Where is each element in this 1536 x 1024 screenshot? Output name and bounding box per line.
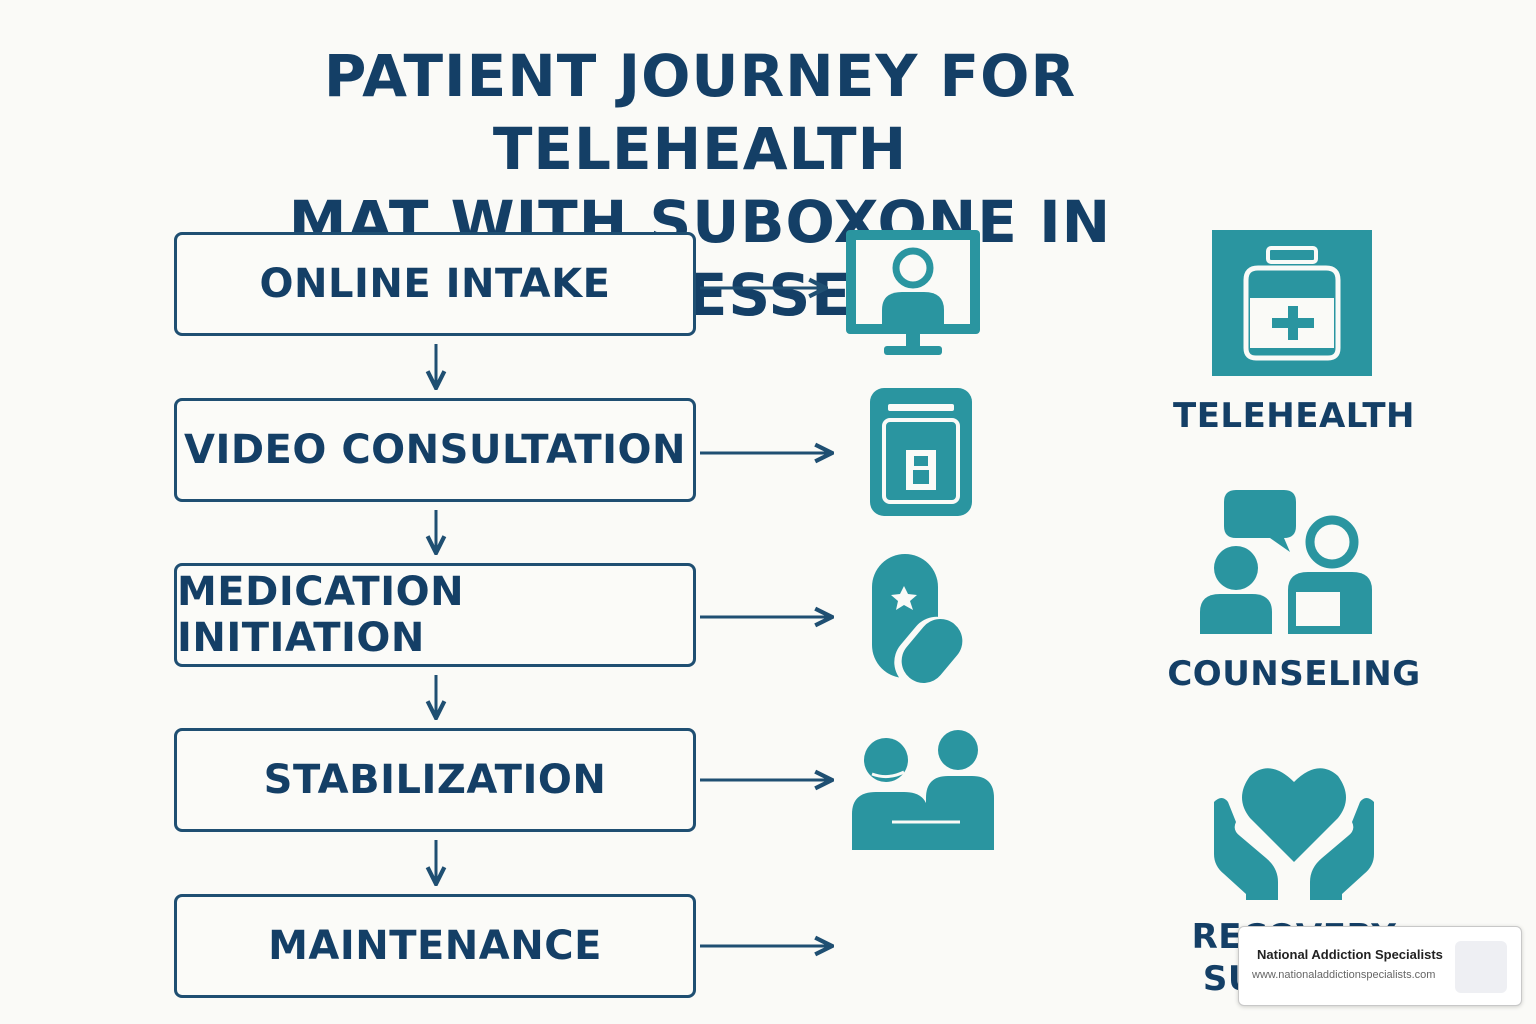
heart-hands-icon	[1214, 768, 1374, 900]
step-maintenance: MAINTENANCE	[174, 894, 696, 998]
step-stabilization: STABILIZATION	[174, 728, 696, 832]
medicine-bottle-icon	[1212, 230, 1372, 376]
step-label: MAINTENANCE	[268, 923, 602, 969]
step-online-intake: ONLINE INTAKE	[174, 232, 696, 336]
page-title: PATIENT JOURNEY FOR TELEHEALTH MAT WITH …	[150, 40, 1250, 332]
phone-document-icon	[870, 388, 972, 516]
people-meeting-icon	[852, 730, 994, 850]
watermark-badge[interactable]: National Addiction Specialists www.natio…	[1238, 926, 1522, 1006]
side-label-telehealth: TELEHEALTH	[1173, 396, 1415, 436]
computer-user-icon	[846, 230, 980, 355]
step-label: MEDICATION INITIATION	[177, 569, 465, 661]
step-label: ONLINE INTAKE	[259, 261, 611, 307]
step-label: STABILIZATION	[263, 757, 607, 803]
pills-icon	[872, 554, 964, 690]
step-video-consultation: VIDEO CONSULTATION	[174, 398, 696, 502]
step-medication-initiation: MEDICATION INITIATION	[174, 563, 696, 667]
watermark-name: National Addiction Specialists	[1257, 947, 1443, 962]
title-line-1: PATIENT JOURNEY FOR TELEHEALTH	[323, 42, 1077, 183]
step-label: VIDEO CONSULTATION	[184, 427, 686, 473]
watermark-url: www.nationaladdictionspecialists.com	[1252, 969, 1436, 981]
counseling-chat-icon	[1200, 490, 1372, 634]
side-label-counseling: COUNSELING	[1167, 654, 1421, 694]
logo-icon	[1455, 941, 1507, 993]
